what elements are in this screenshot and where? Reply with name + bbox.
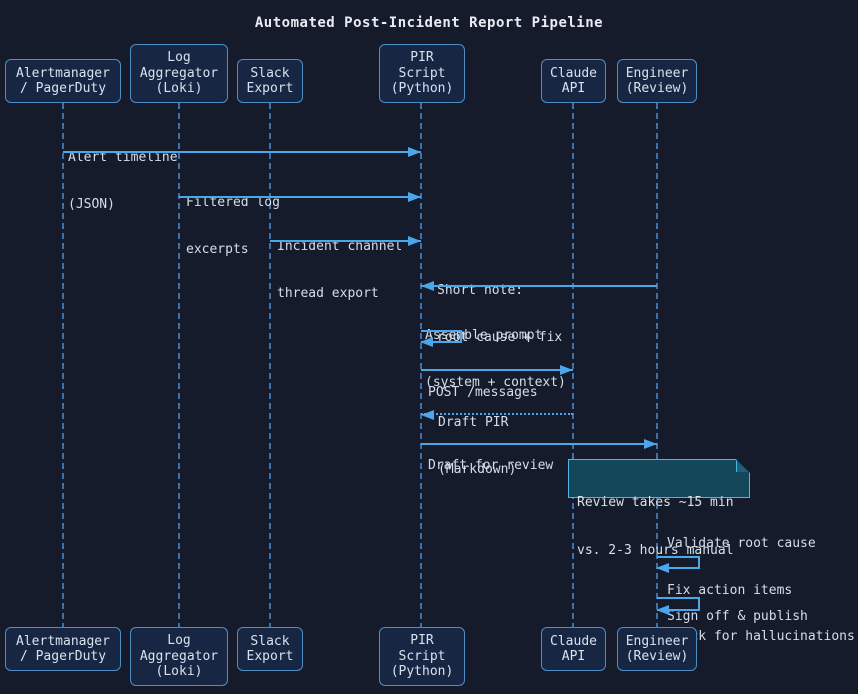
actor-label-line: Aggregator [139, 65, 219, 81]
arrowhead-right-icon [408, 236, 421, 246]
actor-label-line: PIR [410, 633, 434, 649]
actor-label-line: / PagerDuty [19, 649, 107, 664]
note-review-time: Review takes ~15 min vs. 2-3 hours manua… [568, 459, 750, 558]
message-line: Fix action items [667, 582, 793, 598]
actor-bottom-slack-export: Slack Export [237, 627, 303, 671]
arrow-shaft [421, 369, 573, 371]
arrow-thread-export [270, 235, 421, 247]
actor-label-line: PIR [410, 50, 434, 66]
actor-label-line: Log [167, 50, 191, 66]
message-line: thread export [277, 285, 379, 301]
actor-label-line: (Python) [390, 664, 454, 680]
arrowhead-right-icon [560, 365, 573, 375]
actor-bottom-log-aggregator: Log Aggregator (Loki) [130, 627, 228, 686]
actor-label-line: API [561, 649, 586, 664]
actor-label-line: Export [246, 649, 294, 664]
message-draft-for-review: Draft for review [428, 427, 553, 505]
lifeline-log-aggregator [178, 103, 180, 628]
arrowhead-left-icon [421, 410, 434, 420]
message-draft-pir: Draft PIR (Markdown) [438, 384, 516, 508]
actor-label-line: Script [398, 65, 446, 81]
note-line: Review takes ~15 min [577, 495, 734, 510]
actor-label-line: Alertmanager [16, 633, 110, 649]
actor-bottom-alertmanager: Alertmanager / PagerDuty [5, 627, 121, 671]
arrow-short-note [421, 280, 657, 292]
actor-bottom-engineer: Engineer (Review) [617, 627, 697, 671]
lifeline-slack-export [269, 103, 271, 628]
actor-label-line: (Review) [625, 649, 689, 664]
message-line: excerpts [186, 241, 249, 257]
actor-label-line: Export [246, 81, 294, 96]
actor-label-line: Claude [550, 633, 597, 649]
arrowhead-right-icon [408, 147, 421, 157]
actor-top-log-aggregator: Log Aggregator (Loki) [130, 44, 228, 103]
actor-label-line: Alertmanager [16, 65, 110, 81]
message-line: Validate root cause [667, 536, 816, 551]
actor-label-line: (Python) [390, 81, 454, 97]
message-thread-export: Incident channel thread export [277, 208, 402, 332]
note-line: vs. 2-3 hours manual [577, 543, 734, 558]
arrowhead-left-icon [420, 337, 433, 347]
message-post-messages: POST /messages [428, 354, 538, 432]
actor-label-line: (Loki) [155, 81, 203, 97]
arrow-shaft [179, 196, 421, 198]
actor-label-line: API [561, 81, 586, 96]
message-line: Incident channel [277, 239, 403, 254]
message-line: (JSON) [68, 196, 115, 212]
arrow-shaft [270, 240, 421, 242]
arrowhead-right-icon [408, 192, 421, 202]
message-line: Draft for review [428, 458, 554, 473]
message-assemble-prompt: Assemble prompt (system + context) [425, 297, 566, 421]
message-line: Sign off & publish [667, 609, 808, 624]
actor-top-slack-export: Slack Export [237, 59, 303, 103]
actor-label-line: (Loki) [155, 664, 203, 680]
actor-bottom-claude-api: Claude API [541, 627, 606, 671]
message-line: Filtered log [186, 195, 280, 210]
arrow-draft-pir [421, 409, 573, 421]
actor-label-line: Script [398, 648, 446, 664]
actor-top-alertmanager: Alertmanager / PagerDuty [5, 59, 121, 103]
diagram-title: Automated Post-Incident Report Pipeline [254, 15, 604, 31]
actor-label-line: (Review) [625, 81, 689, 96]
arrowhead-right-icon [644, 439, 657, 449]
message-filtered-logs: Filtered log excerpts [186, 164, 280, 288]
self-loop-assemble-prompt [420, 330, 462, 347]
message-line: (Markdown) [438, 461, 517, 477]
arrow-shaft-dotted [421, 413, 573, 415]
message-line: POST /messages [428, 385, 538, 400]
message-line: (system + context) [425, 374, 566, 390]
lifeline-pir-script [420, 103, 422, 628]
arrow-draft-for-review [421, 438, 657, 450]
actor-label-line: Log [167, 633, 191, 649]
message-alert-timeline: Alert timeline (JSON) [68, 119, 178, 243]
lifeline-claude-api [572, 103, 574, 628]
arrow-shaft [421, 443, 657, 445]
arrow-filtered-logs [179, 191, 421, 203]
actor-label-line: Slack [250, 65, 290, 81]
actor-top-pir-script: PIR Script (Python) [379, 44, 465, 103]
message-line: Alert timeline [68, 150, 178, 165]
lifeline-engineer [656, 103, 658, 628]
actor-top-engineer: Engineer (Review) [617, 59, 697, 103]
arrow-shaft [421, 285, 657, 287]
actor-label-line: Slack [250, 633, 290, 649]
actor-label-line: Engineer [625, 65, 689, 81]
message-line: Draft PIR [438, 415, 509, 430]
arrowhead-left-icon [421, 281, 434, 291]
arrow-post-messages [421, 364, 573, 376]
message-sign-off: Sign off & publish [667, 578, 808, 656]
actor-label-line: / PagerDuty [19, 81, 107, 96]
lifeline-alertmanager [62, 103, 64, 628]
self-loop-sign-off [656, 597, 700, 615]
actor-label-line: Aggregator [139, 648, 219, 664]
self-loop-validate-review [656, 556, 700, 573]
actor-label-line: Claude [550, 65, 597, 81]
actor-label-line: Engineer [625, 633, 689, 649]
arrow-alert-timeline [63, 146, 421, 158]
actor-bottom-pir-script: PIR Script (Python) [379, 627, 465, 686]
arrowhead-left-icon [656, 563, 669, 573]
arrow-shaft [63, 151, 421, 153]
actor-top-claude-api: Claude API [541, 59, 606, 103]
arrowhead-left-icon [656, 605, 669, 615]
